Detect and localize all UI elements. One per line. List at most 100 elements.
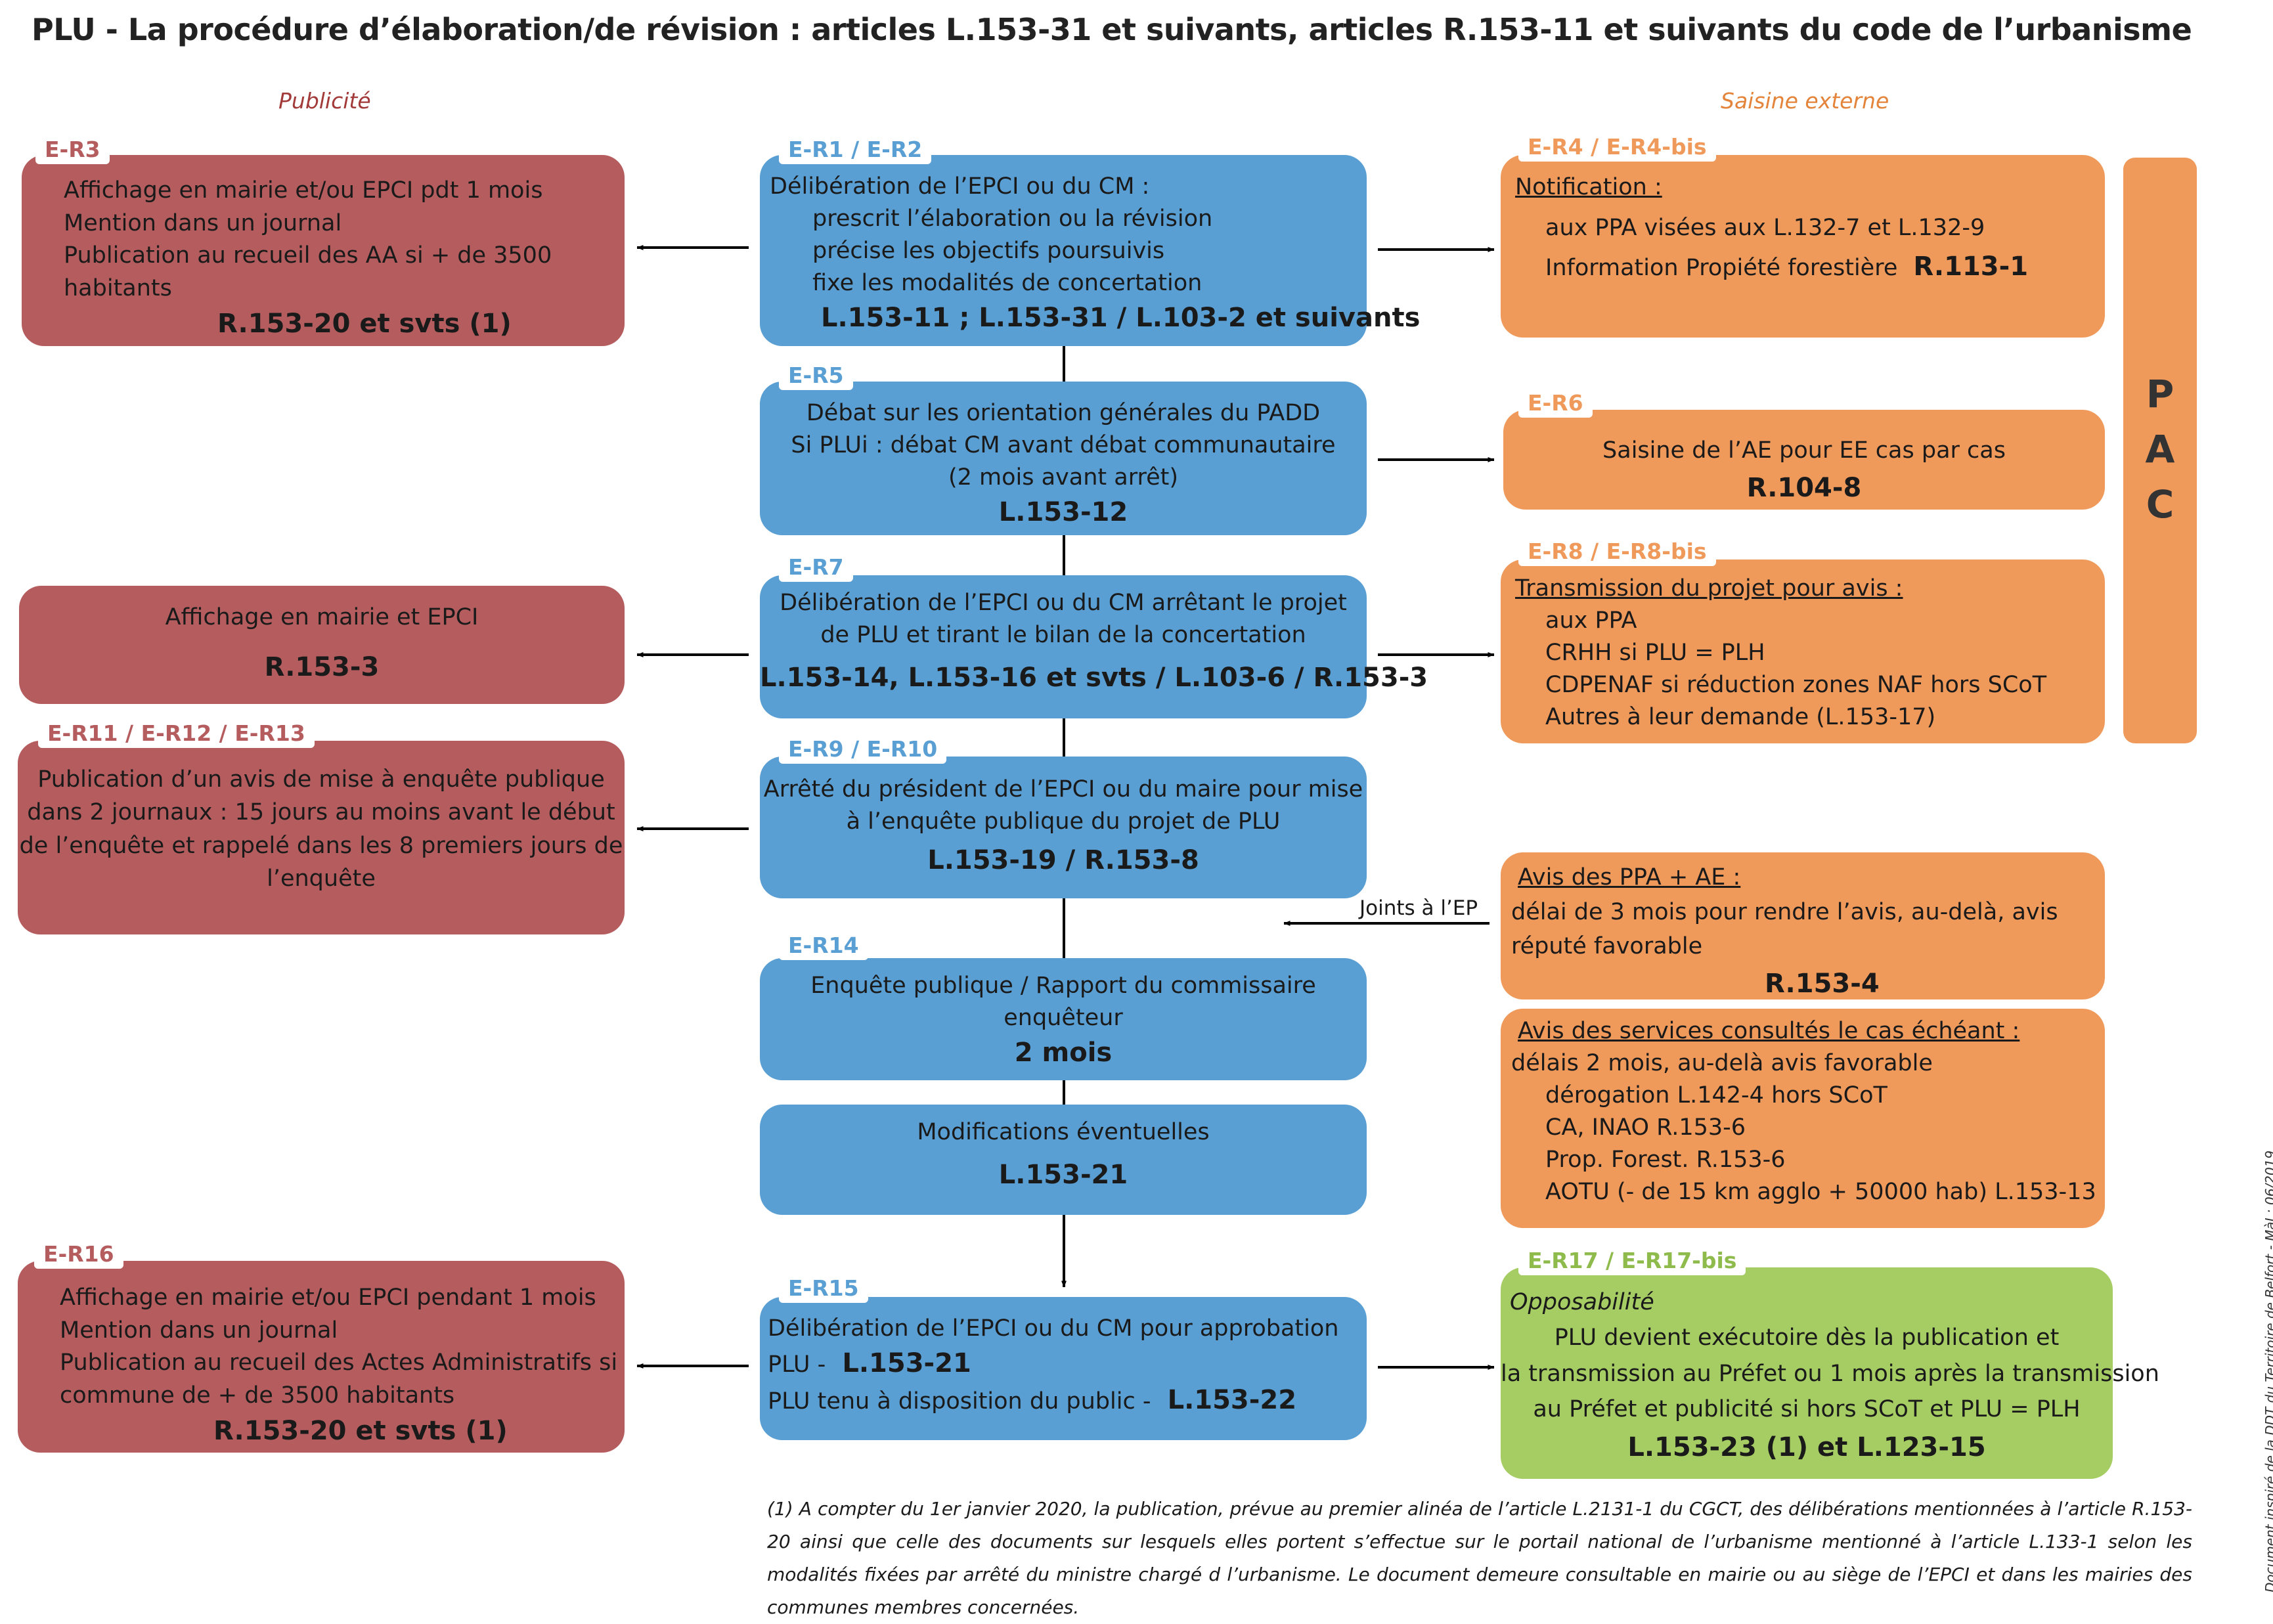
column-header-saisine: Saisine externe (1721, 88, 1889, 114)
er11-line4: l’enquête (267, 866, 376, 892)
affichage-line1: Affichage en mairie et EPCI (165, 604, 479, 630)
box-avis-ppa: Avis des PPA + AE : délai de 3 mois pour… (1501, 852, 2105, 999)
tag-er7: E-R7 (779, 553, 853, 582)
er17-line4: au Préfet et publicité si hors SCoT et P… (1533, 1395, 2081, 1422)
tag-er5: E-R5 (779, 361, 853, 390)
er8-line1: Transmission du projet pour avis : (1515, 575, 1903, 602)
er5-line3: (2 mois avant arrêt) (948, 464, 1179, 491)
avis-line1: Avis des PPA + AE : (1518, 864, 1741, 890)
er7-line1: Délibération de l’EPCI ou du CM arrêtant… (780, 590, 1347, 616)
er3-line1: Affichage en mairie et/ou EPCI pdt 1 moi… (64, 177, 543, 204)
er9-line1: Arrêté du président de l’EPCI ou du mair… (763, 776, 1363, 802)
tag-er1: E-R1 / E-R2 (779, 135, 932, 164)
er1-line4: fixe les modalités de concertation (812, 270, 1203, 296)
box-er17: Opposabilité PLU devient exécutoire dès … (1501, 1267, 2159, 1479)
er11-line3: de l’enquête et rappelé dans les 8 premi… (19, 832, 623, 859)
avis-line2: délai de 3 mois pour rendre l’avis, au-d… (1511, 898, 2058, 925)
er11-line2: dans 2 journaux : 15 jours au moins avan… (27, 799, 615, 826)
pac-letter-p: P (2146, 372, 2174, 416)
pac-bar: P A C (2123, 158, 2197, 743)
page-title: PLU - La procédure d’élaboration/de révi… (32, 12, 2192, 47)
box-er11: Publication d’un avis de mise à enquête … (18, 741, 625, 934)
er4-ref: R.113-1 (1913, 251, 2029, 282)
tag-er15: E-R15 (779, 1274, 868, 1303)
er9-ref: L.153-19 / R.153-8 (927, 845, 1199, 875)
footnote: (1) A compter du 1er janvier 2020, la pu… (767, 1498, 2192, 1618)
er16-line4: commune de + de 3500 habitants (60, 1382, 455, 1409)
er15-line1: Délibération de l’EPCI ou du CM pour app… (768, 1315, 1339, 1342)
er16-line3: Publication au recueil des Actes Adminis… (60, 1350, 618, 1376)
box-er15: Délibération de l’EPCI ou du CM pour app… (760, 1297, 1367, 1440)
er5-line2: Si PLUi : débat CM avant débat communaut… (791, 432, 1336, 458)
er17-line2: PLU devient exécutoire dès la publicatio… (1554, 1325, 2060, 1351)
tag-er16: E-R16 (34, 1240, 123, 1269)
er6-line1: Saisine de l’AE pour EE cas par cas (1602, 437, 2006, 464)
box-affichage: Affichage en mairie et EPCI R.153-3 (19, 586, 625, 704)
tag-er4: E-R4 / E-R4-bis (1518, 133, 1716, 162)
er14-line1: Enquête publique / Rapport du commissair… (810, 973, 1316, 999)
er15-line2-text: PLU - (768, 1351, 833, 1378)
er4-line2: aux PPA visées aux L.132-7 et L.132-9 (1545, 215, 1985, 242)
box-er5: Débat sur les orientation générales du P… (760, 382, 1367, 535)
er7-line2: de PLU et tirant le bilan de la concerta… (820, 622, 1306, 648)
box-modifications: Modifications éventuelles L.153-21 (760, 1105, 1367, 1215)
er8-line3: CRHH si PLU = PLH (1545, 640, 1765, 666)
er1-line1: Délibération de l’EPCI ou du CM : (770, 173, 1150, 200)
er16-line2: Mention dans un journal (60, 1317, 338, 1344)
modifications-ref: L.153-21 (998, 1160, 1128, 1190)
er16-ref: R.153-20 et svts (1) (213, 1415, 508, 1446)
side-note: Document inspiré de la DDT du Territoire… (2262, 1150, 2273, 1592)
er3-line3: Publication au recueil des AA si + de 35… (64, 242, 552, 269)
services-line6: AOTU (- de 15 km agglo + 50000 hab) L.15… (1545, 1179, 2096, 1205)
services-line3: dérogation L.142-4 hors SCoT (1545, 1082, 1887, 1108)
box-er14: Enquête publique / Rapport du commissair… (760, 958, 1367, 1080)
avis-ref: R.153-4 (1765, 968, 1880, 999)
er5-line1: Débat sur les orientation générales du P… (806, 400, 1321, 426)
er4-line1: Notification : (1515, 174, 1662, 200)
er17-ref: L.153-23 (1) et L.123-15 (1627, 1432, 1986, 1462)
box-er1: Délibération de l’EPCI ou du CM : prescr… (760, 155, 1420, 346)
box-er7: Délibération de l’EPCI ou du CM arrêtant… (760, 575, 1428, 718)
tag-er8: E-R8 / E-R8-bis (1518, 537, 1716, 566)
er8-line5: Autres à leur demande (L.153-17) (1545, 704, 1936, 730)
er14-ref: 2 mois (1014, 1038, 1113, 1068)
column-header-publicite: Publicité (278, 88, 371, 114)
er7-ref: L.153-14, L.153-16 et svts / L.103-6 / R… (760, 663, 1428, 693)
er16-line1: Affichage en mairie et/ou EPCI pendant 1… (60, 1284, 596, 1311)
services-line2: délais 2 mois, au-delà avis favorable (1511, 1050, 1933, 1076)
tag-er17: E-R17 / E-R17-bis (1518, 1246, 1746, 1275)
tag-er3: E-R3 (35, 135, 110, 164)
tag-er11: E-R11 / E-R12 / E-R13 (38, 719, 315, 748)
er3-line2: Mention dans un journal (64, 209, 342, 236)
er15-line3-text: PLU tenu à disposition du public - (768, 1388, 1159, 1415)
tag-er6: E-R6 (1518, 389, 1593, 418)
pac-letter-c: C (2146, 482, 2174, 527)
services-line4: CA, INAO R.153-6 (1545, 1114, 1746, 1141)
services-line1: Avis des services consultés le cas échéa… (1518, 1018, 2020, 1044)
er15-line2-ref: L.153-21 (842, 1348, 971, 1378)
er5-ref: L.153-12 (998, 497, 1128, 527)
er8-line4: CDPENAF si réduction zones NAF hors SCoT (1545, 672, 2047, 698)
er8-line2: aux PPA (1545, 607, 1637, 634)
er6-ref: R.104-8 (1746, 472, 1862, 503)
er3-line4: habitants (64, 275, 172, 302)
box-er4: Notification : aux PPA visées aux L.132-… (1501, 155, 2105, 338)
er15-line3-ref: L.153-22 (1167, 1385, 1297, 1415)
er14-line2: enquêteur (1004, 1005, 1123, 1031)
pac-letter-a: A (2145, 427, 2175, 472)
tag-er9: E-R9 / E-R10 (779, 735, 947, 764)
tag-er14: E-R14 (779, 931, 868, 960)
avis-line3: réputé favorable (1511, 933, 1703, 959)
box-services-consultes: Avis des services consultés le cas échéa… (1501, 1009, 2105, 1228)
er17-line1: Opposabilité (1510, 1289, 1654, 1315)
box-er6: Saisine de l’AE pour EE cas par cas R.10… (1503, 410, 2105, 510)
box-er16: Affichage en mairie et/ou EPCI pendant 1… (18, 1261, 625, 1453)
modifications-line1: Modifications éventuelles (917, 1119, 1210, 1145)
er3-ref: R.153-20 et svts (1) (217, 308, 512, 339)
er11-line1: Publication d’un avis de mise à enquête … (37, 766, 605, 793)
er1-line3: précise les objectifs poursuivis (812, 238, 1165, 264)
box-er9: Arrêté du président de l’EPCI ou du mair… (760, 757, 1367, 898)
affichage-ref: R.153-3 (264, 651, 380, 682)
joints-ep-label: Joints à l’EP (1359, 896, 1478, 920)
box-er8: Transmission du projet pour avis : aux P… (1501, 560, 2105, 743)
